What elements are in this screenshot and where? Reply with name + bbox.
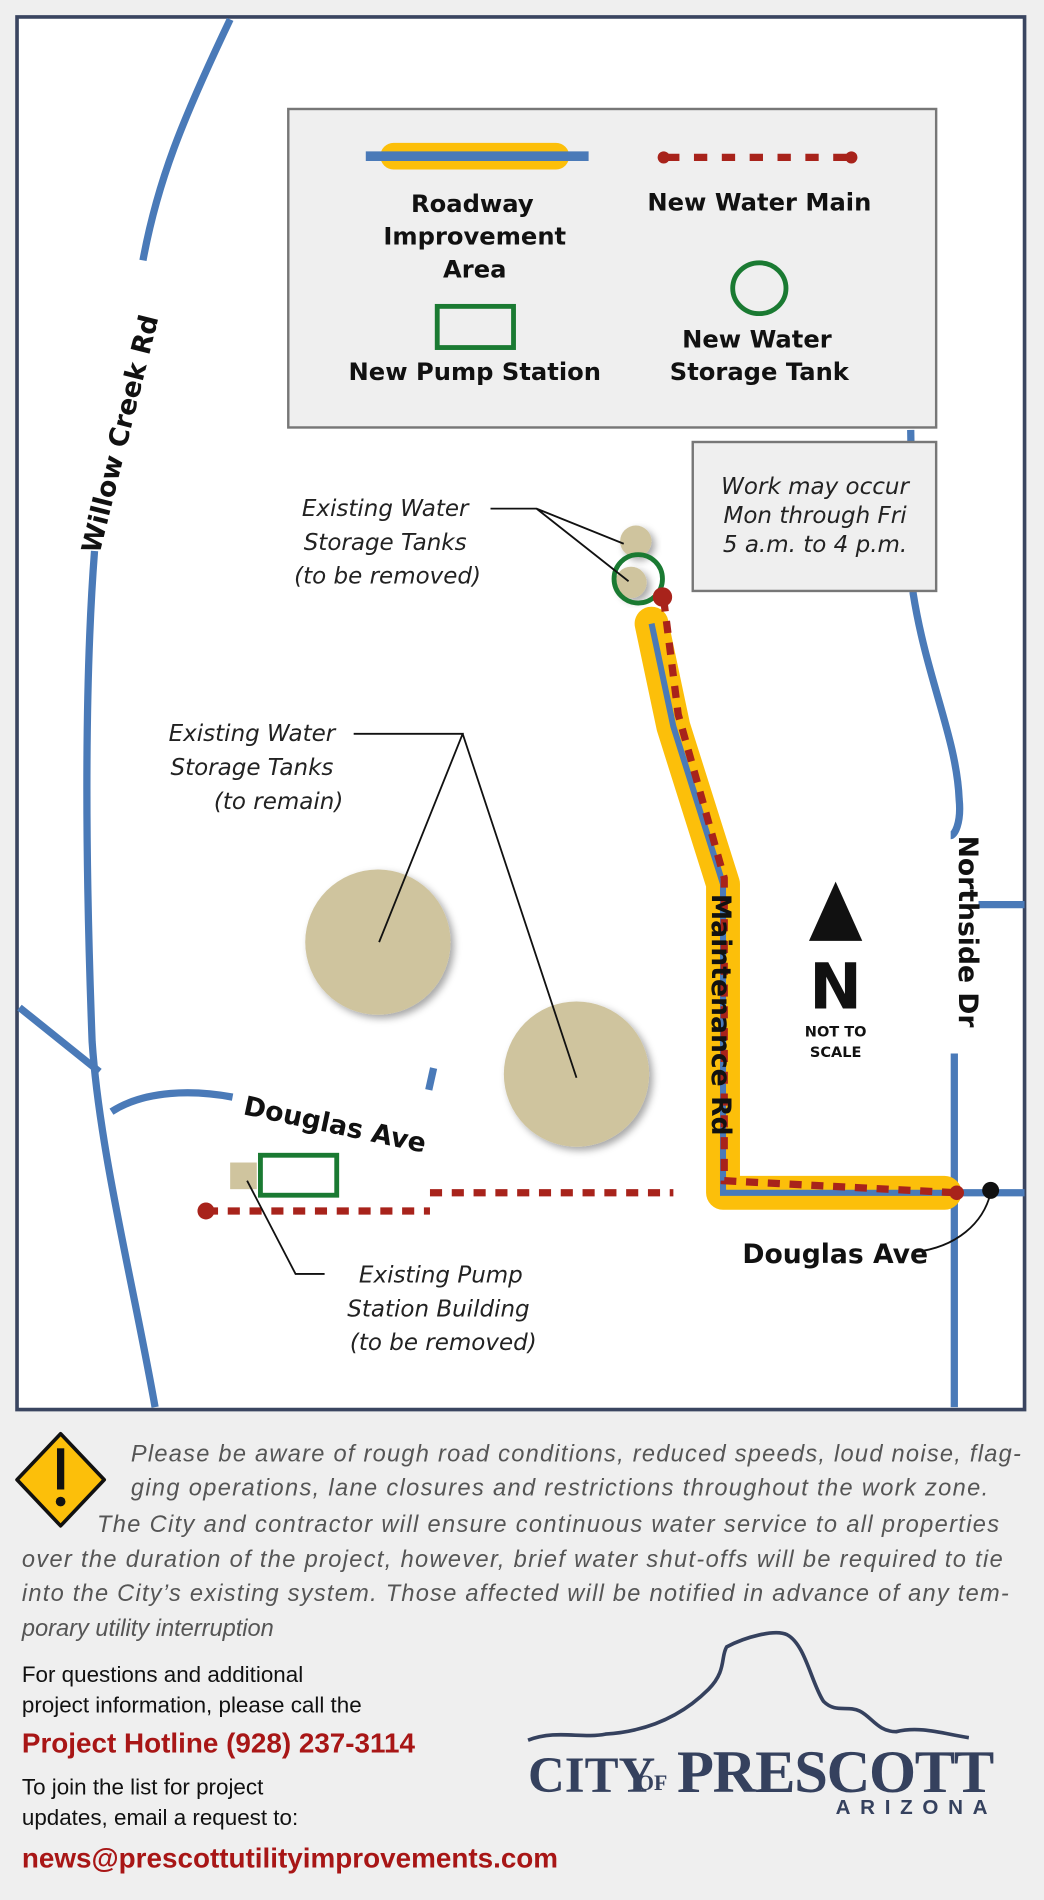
tanks-remain-label: (to remain) (214, 789, 343, 815)
pump-removed-label: (to be removed) (350, 1330, 537, 1356)
schedule-line: 5 a.m. to 4 p.m. (723, 532, 907, 558)
notice-text: ging operations, lane closures and restr… (131, 1476, 988, 1502)
northside-dr-north (907, 429, 964, 840)
contact-text: For questions and additional (22, 1662, 303, 1687)
willow-creek-road-top (139, 17, 234, 262)
north-arrow: N NOT TO SCALE (805, 881, 867, 1061)
existing-tank-removed (615, 566, 647, 599)
north-letter: N (809, 951, 862, 1024)
scale-note: NOT TO (805, 1025, 867, 1041)
legend-tank-label: New Water (682, 326, 832, 354)
callout-lines (246, 507, 992, 1275)
logo-prescott: PRESCOTT (677, 1739, 994, 1806)
willow-creek-road (83, 550, 159, 1408)
tank-swatch (730, 260, 789, 317)
contact-text: To join the list for project (22, 1775, 264, 1800)
douglas-ave-label: Douglas Ave (742, 1239, 928, 1270)
legend-tank-label: Storage Tank (670, 358, 850, 386)
legend-water-main-label: New Water Main (647, 189, 871, 217)
notice-text: porary utility interruption (21, 1616, 274, 1642)
north-arrow-icon (808, 881, 863, 941)
roads (17, 17, 1025, 1408)
existing-pump-building (230, 1162, 257, 1190)
pump-removed-label: Station Building (347, 1296, 529, 1322)
tanks-remain-label: Existing Water (169, 721, 337, 747)
schedule-line: Mon through Fri (724, 503, 908, 529)
project-hotline-link[interactable]: Project Hotline (928) 237-3114 (22, 1727, 416, 1758)
schedule-line: Work may occur (721, 474, 910, 500)
existing-tank-remain (305, 869, 451, 1015)
city-of-prescott-logo: CITY OF PRESCOTT ARIZONA (527, 1630, 998, 1819)
new-storage-tank (611, 552, 665, 606)
contact-text: project information, please call the (22, 1692, 362, 1717)
douglas-ave-west-end (425, 1067, 438, 1091)
water-main-endpoint (652, 587, 673, 607)
side-road (17, 1004, 102, 1075)
legend-roadway-label: Improvement (383, 223, 566, 251)
scale-note: SCALE (810, 1045, 862, 1061)
pump-swatch (434, 303, 516, 350)
maintenance-rd-label: Maintenance Rd (705, 894, 736, 1136)
water-main-endpoint (949, 1185, 965, 1201)
email-link[interactable]: news@prescottutilityimprovements.com (22, 1842, 558, 1873)
location-dot (982, 1181, 1000, 1199)
legend-pump-label: New Pump Station (349, 358, 601, 386)
legend-roadway-label: Roadway (411, 190, 534, 218)
northside-dr-label: Northside Dr (952, 836, 983, 1029)
douglas-ave-west (109, 1089, 234, 1115)
new-water-main (205, 598, 957, 1215)
contact-text: updates, email a request to: (22, 1805, 298, 1830)
tanks-remain-label: Storage Tanks (170, 755, 333, 781)
notice-text: The City and contractor will ensure cont… (97, 1512, 999, 1538)
tanks-removed-label: Existing Water (302, 496, 470, 522)
pump-removed-label: Existing Pump (359, 1262, 523, 1288)
legend-roadway-label: Area (443, 255, 506, 283)
existing-tank-remain (503, 1001, 650, 1147)
tanks-removed-label: Storage Tanks (304, 530, 467, 556)
work-schedule-box: Work may occur Mon through Fri 5 a.m. to… (691, 440, 938, 593)
logo-city: CITY (528, 1748, 655, 1804)
notice-text: over the duration of the project, howeve… (22, 1547, 1003, 1573)
logo-of: OF (637, 1771, 667, 1795)
water-main-endpoint (197, 1202, 215, 1220)
logo-state: ARIZONA (836, 1796, 998, 1819)
existing-tank-removed (620, 525, 652, 558)
notice-text: Please be aware of rough road conditions… (131, 1442, 1021, 1468)
legend: Roadway Improvement Area New Water Main … (287, 107, 938, 429)
new-pump-station (258, 1152, 340, 1198)
notice-text: into the City’s existing system. Those a… (22, 1581, 1009, 1607)
tanks-removed-label: (to be removed) (294, 564, 481, 590)
warning-icon (15, 1431, 107, 1528)
